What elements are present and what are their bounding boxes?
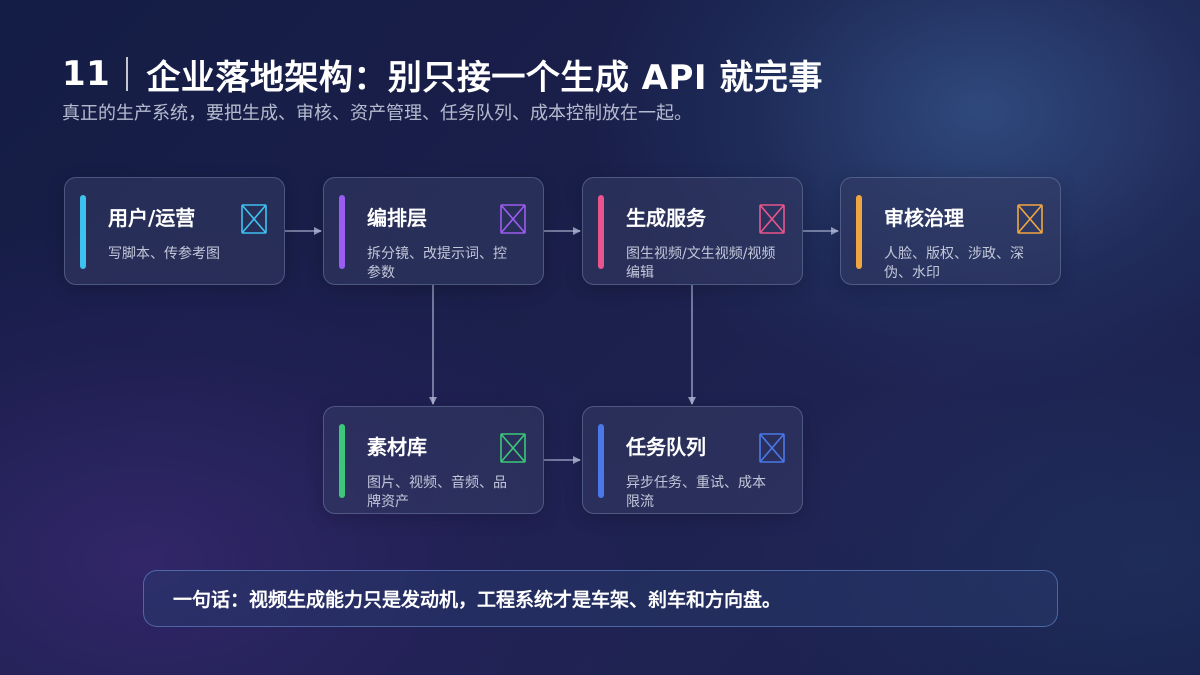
node-title: 生成服务: [626, 206, 706, 230]
node-description: 写脚本、传参考图: [108, 246, 220, 262]
crossed-box-icon: [241, 204, 267, 234]
node-description: 异步任务、重试、成本限流: [626, 475, 766, 510]
node-title: 任务队列: [626, 435, 706, 459]
crossed-box-icon: [759, 204, 785, 234]
crossed-box-icon: [500, 204, 526, 234]
accent-bar: [856, 195, 862, 269]
title-divider: [126, 57, 129, 91]
node-assets: 素材库 图片、视频、音频、品牌资产: [323, 406, 544, 514]
accent-bar: [598, 424, 604, 498]
accent-bar: [598, 195, 604, 269]
node-title: 编排层: [367, 206, 427, 230]
accent-bar: [339, 424, 345, 498]
node-review: 审核治理 人脸、版权、涉政、深伪、水印: [840, 177, 1061, 285]
node-title: 用户/运营: [108, 206, 196, 230]
crossed-box-icon: [759, 433, 785, 463]
node-title: 素材库: [367, 435, 427, 459]
section-number: 11: [62, 54, 111, 94]
page-title: 11 企业落地架构：别只接一个生成 API 就完事: [62, 50, 823, 98]
node-generation: 生成服务 图生视频/文生视频/视频编辑: [582, 177, 803, 285]
node-description: 人脸、版权、涉政、深伪、水印: [884, 246, 1024, 281]
node-description: 拆分镜、改提示词、控参数: [367, 246, 507, 281]
summary-text: 一句话：视频生成能力只是发动机，工程系统才是车架、刹车和方向盘。: [173, 589, 782, 611]
node-orchestration: 编排层 拆分镜、改提示词、控参数: [323, 177, 544, 285]
title-text: 企业落地架构：别只接一个生成 API 就完事: [146, 57, 823, 98]
node-description: 图片、视频、音频、品牌资产: [367, 475, 507, 510]
crossed-box-icon: [1017, 204, 1043, 234]
node-queue: 任务队列 异步任务、重试、成本限流: [582, 406, 803, 514]
summary-callout: 一句话：视频生成能力只是发动机，工程系统才是车架、刹车和方向盘。: [143, 570, 1058, 627]
node-user-ops: 用户/运营 写脚本、传参考图: [64, 177, 285, 285]
crossed-box-icon: [500, 433, 526, 463]
node-description: 图生视频/文生视频/视频编辑: [626, 246, 776, 281]
subtitle: 真正的生产系统，要把生成、审核、资产管理、任务队列、成本控制放在一起。: [62, 103, 692, 124]
accent-bar: [80, 195, 86, 269]
accent-bar: [339, 195, 345, 269]
node-title: 审核治理: [884, 206, 964, 230]
